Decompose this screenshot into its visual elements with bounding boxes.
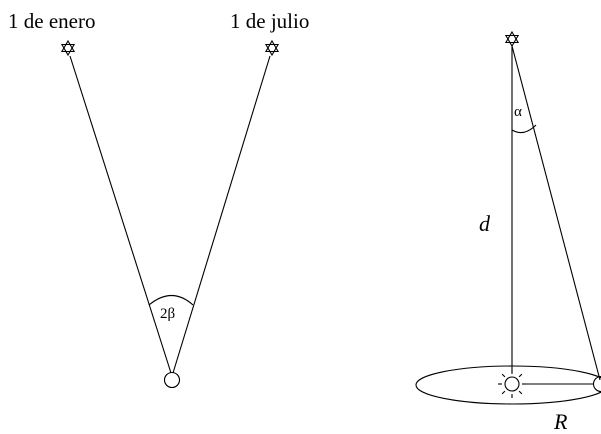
- earth-on-orbit-icon: [592, 375, 601, 393]
- distance-label: d: [479, 211, 491, 236]
- angle-label-alpha: α: [514, 104, 522, 120]
- label-january: 1 de enero: [8, 9, 95, 33]
- angle-arc-alpha: [511, 124, 537, 134]
- angle-label-2beta: 2β: [160, 306, 175, 322]
- radius-label: R: [553, 409, 568, 434]
- star-january-icon: [60, 39, 76, 57]
- right-diagram: α d R: [415, 30, 601, 434]
- star-icon: [504, 30, 520, 48]
- sightline-to-earth: [511, 45, 601, 381]
- angle-arc-2beta: [148, 294, 194, 306]
- earth-orbit: [415, 365, 601, 405]
- sightline-january: [69, 55, 172, 374]
- sightline-july: [172, 55, 271, 374]
- label-july: 1 de julio: [230, 9, 309, 33]
- earth-icon: [163, 371, 181, 389]
- star-july-icon: [264, 39, 280, 57]
- sun-icon: [498, 370, 526, 398]
- left-diagram: 1 de enero 1 de julio 2β: [8, 9, 309, 389]
